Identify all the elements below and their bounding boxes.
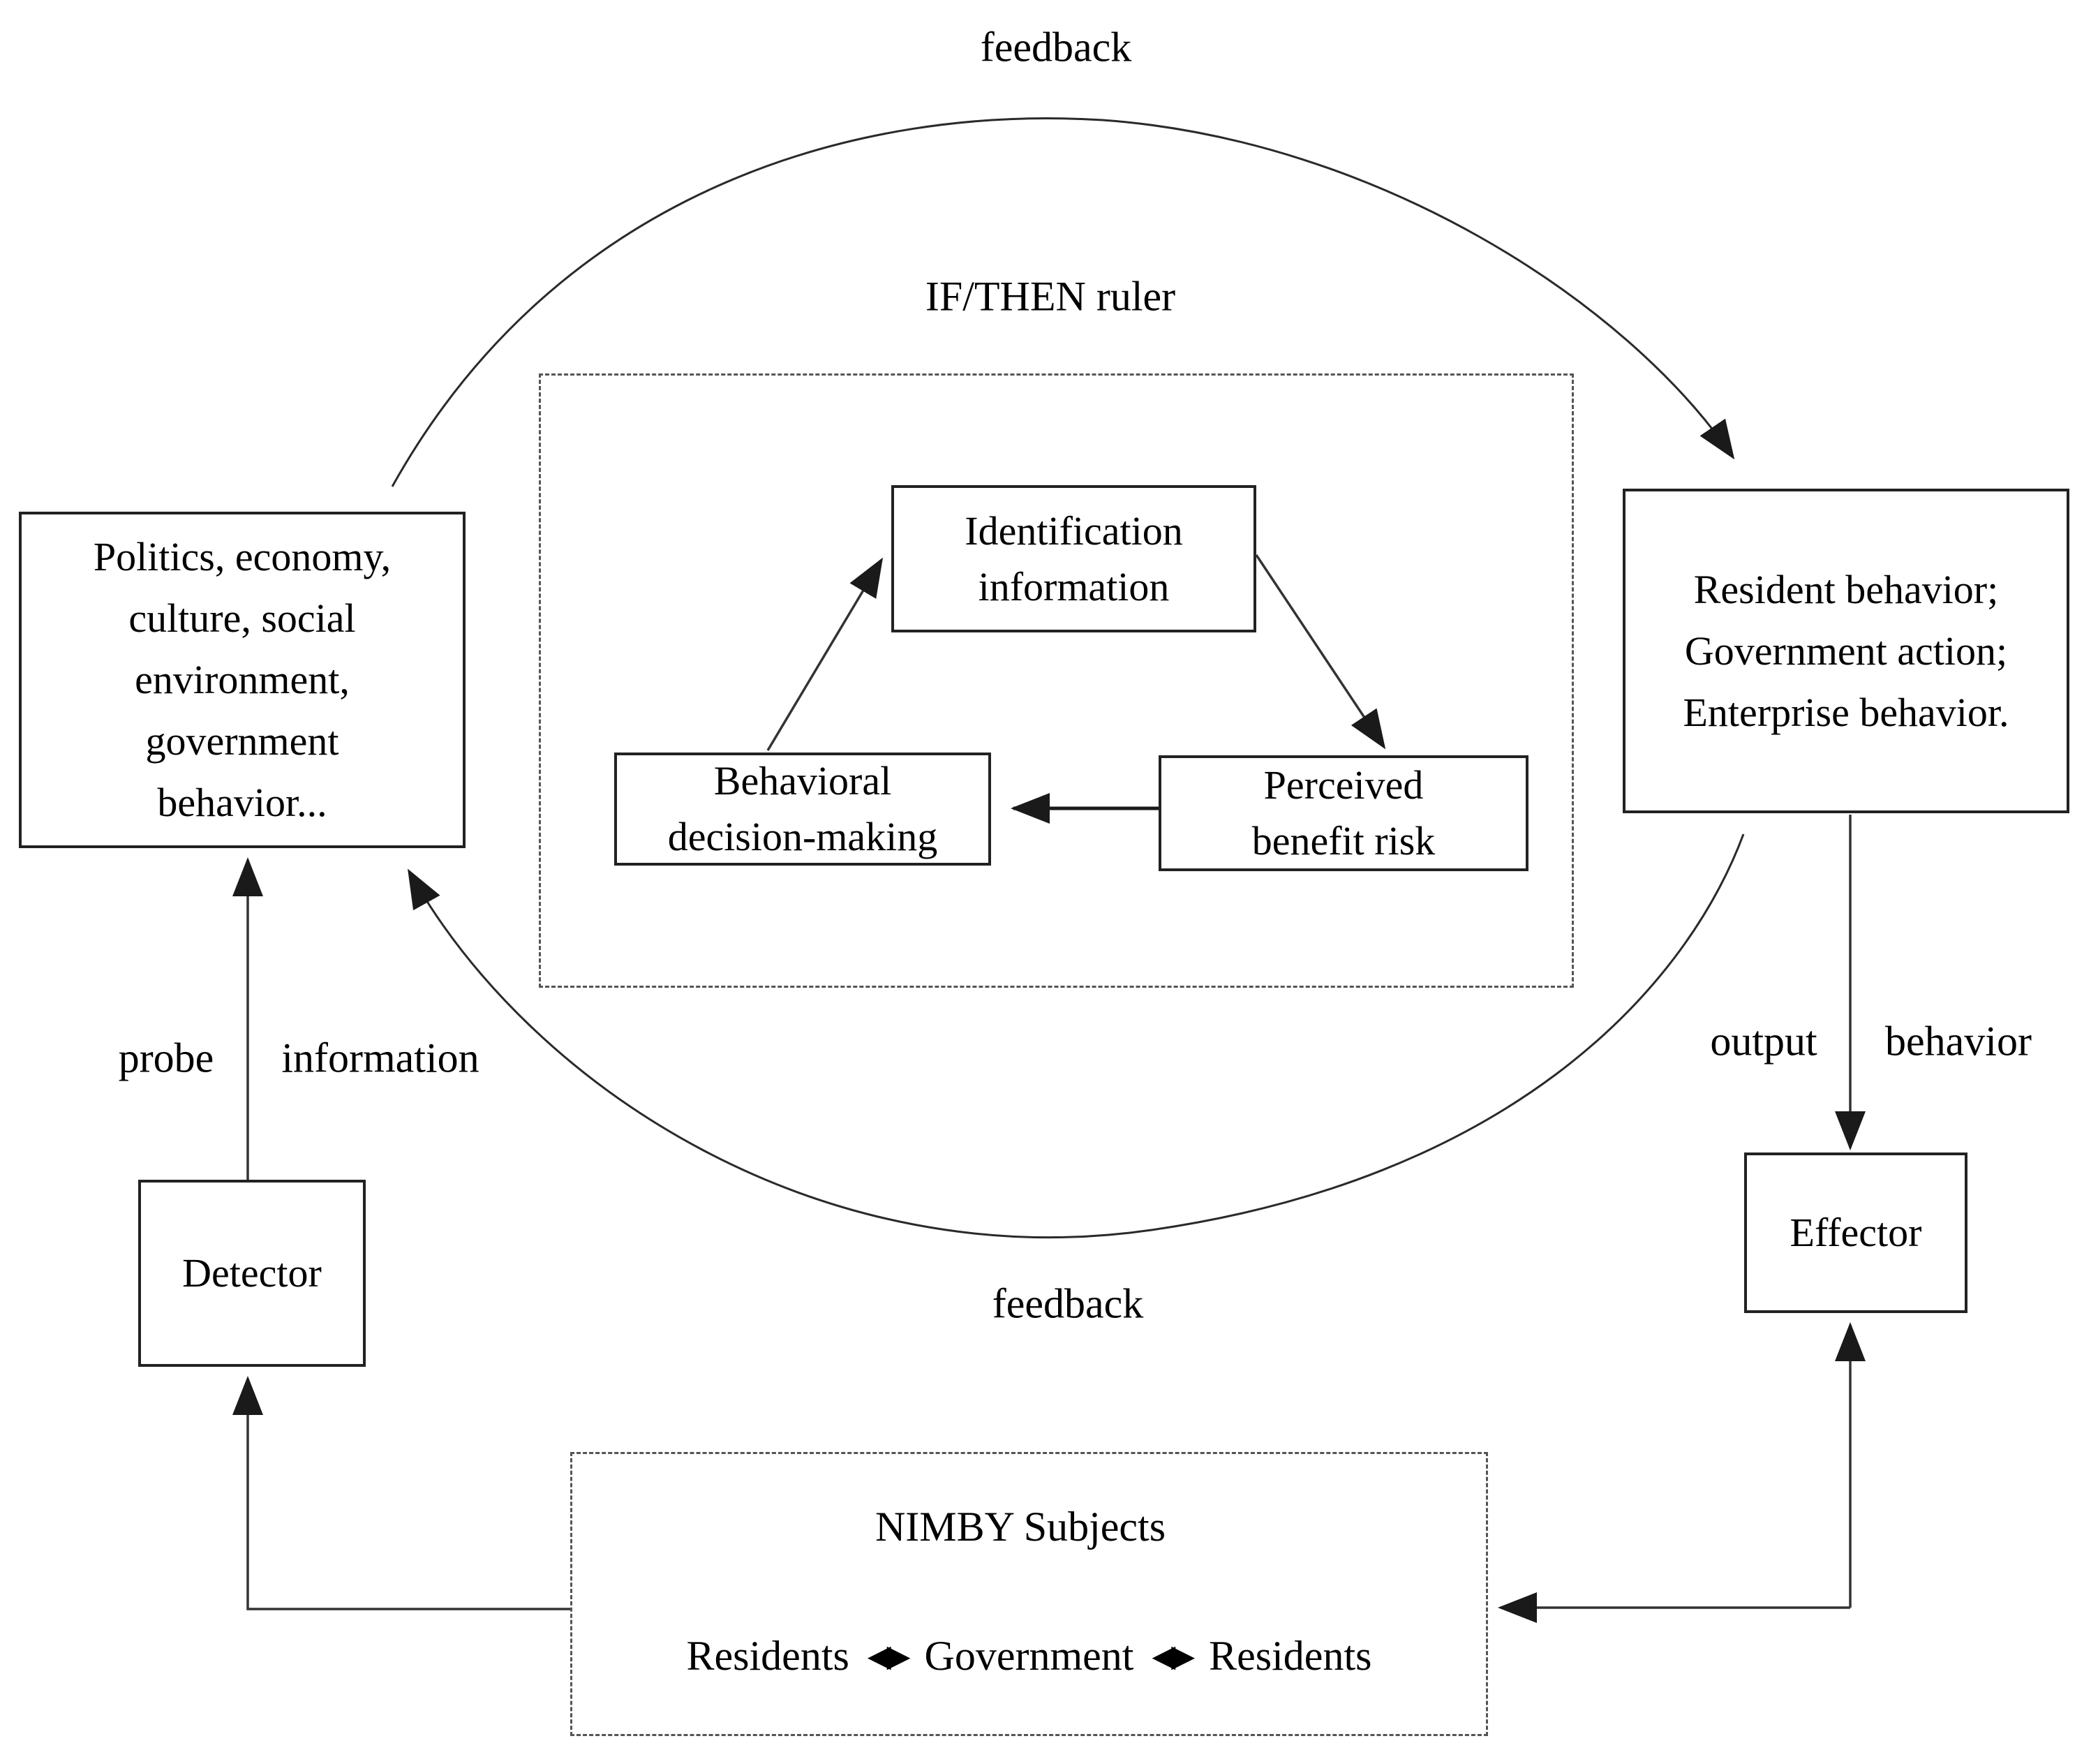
if-then-ruler-label: IF/THEN ruler xyxy=(925,273,1176,320)
arc-feedback-top xyxy=(391,117,1735,487)
environment-line: environment, xyxy=(135,657,350,702)
output-label: output xyxy=(1710,1018,1817,1065)
feedback-top-label: feedback xyxy=(980,24,1132,71)
nimby-member: Residents xyxy=(1209,1633,1372,1679)
behavioral-line: decision-making xyxy=(667,814,938,859)
system-output-box: Resident behavior; Government action; En… xyxy=(1623,489,2069,813)
line-identification-to-perceived xyxy=(1255,554,1386,750)
nimby-member: Residents xyxy=(686,1633,849,1679)
identification-line: Identification xyxy=(965,507,1183,554)
identification-line: information xyxy=(978,563,1170,609)
environment-line: culture, social xyxy=(128,595,356,641)
behavior-label: behavior xyxy=(1885,1018,2032,1065)
line-nimby-to-detector xyxy=(232,1376,570,1610)
system-output-line: Government action; xyxy=(1684,628,2008,674)
rule-dashed-container xyxy=(539,373,1574,988)
line-behavioral-to-identification xyxy=(766,557,884,751)
nimby-subjects-box: NIMBY Subjects Residents ◀▶ Government ◀… xyxy=(570,1452,1488,1736)
double-arrow-icon: ◀▶ xyxy=(1152,1638,1195,1674)
detector-box: Detector xyxy=(138,1180,366,1367)
behavioral-line: Behavioral xyxy=(713,758,892,803)
nimby-members-row: Residents ◀▶ Government ◀▶ Residents xyxy=(572,1632,1486,1680)
probe-label: probe xyxy=(118,1035,214,1081)
identification-box: Identification information xyxy=(891,485,1256,632)
behavioral-box: Behavioral decision-making xyxy=(614,753,991,866)
double-arrow-icon: ◀▶ xyxy=(867,1638,911,1674)
system-output-line: Enterprise behavior. xyxy=(1683,689,2009,735)
environment-box: Politics, economy, culture, social envir… xyxy=(19,512,466,848)
effector-label: Effector xyxy=(1790,1210,1922,1255)
system-output-line: Resident behavior; xyxy=(1693,566,1999,612)
nimby-member: Government xyxy=(924,1633,1134,1679)
information-label: information xyxy=(281,1035,479,1081)
environment-line: behavior... xyxy=(157,780,327,825)
perceived-box: Perceived benefit risk xyxy=(1159,755,1528,871)
environment-line: Politics, economy, xyxy=(93,534,392,579)
effector-box: Effector xyxy=(1744,1152,1967,1313)
perceived-line: benefit risk xyxy=(1251,818,1436,864)
perceived-line: Perceived xyxy=(1263,762,1424,808)
nimby-title: NIMBY Subjects xyxy=(875,1504,1166,1550)
feedback-bottom-label: feedback xyxy=(992,1280,1144,1327)
environment-line: government xyxy=(145,718,339,764)
detector-label: Detector xyxy=(182,1250,322,1296)
arc-feedback-bottom xyxy=(408,833,1745,1239)
